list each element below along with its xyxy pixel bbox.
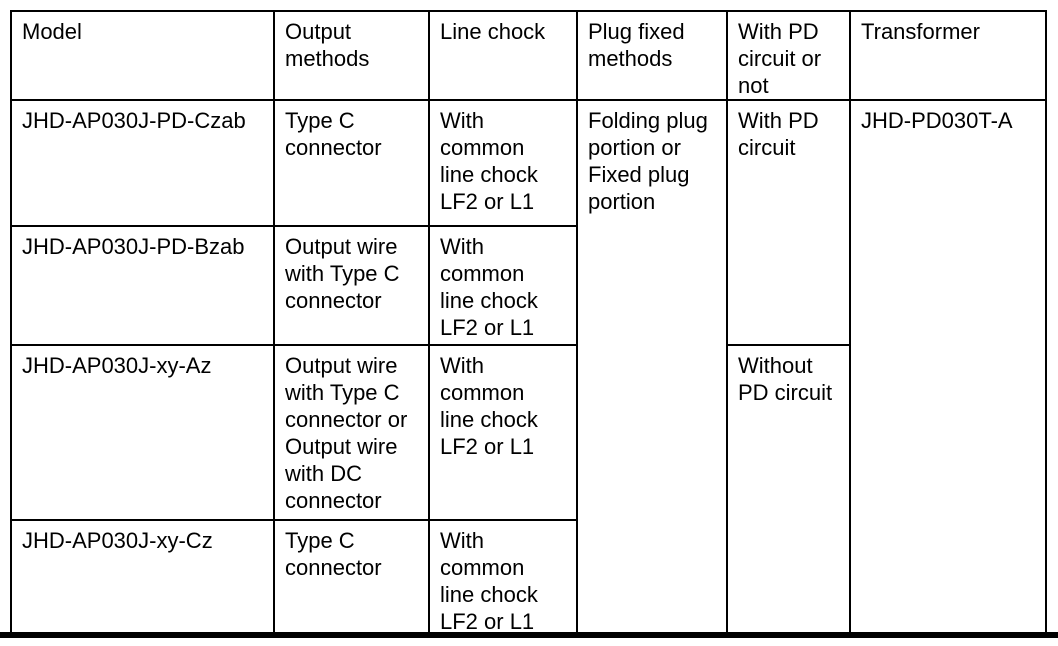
- table-row: JHD-AP030J-xy-Az Output wire with Type C…: [10, 344, 1046, 637]
- header-pd-circuit: With PD circuit or not: [726, 10, 851, 101]
- spec-table: Model Output methods Line chock Plug fix…: [10, 10, 1047, 637]
- cell-output-4: Type C connector: [273, 519, 430, 637]
- cell-model-4: JHD-AP030J-xy-Cz: [10, 519, 275, 637]
- header-output-methods: Output methods: [273, 10, 430, 101]
- header-transformer: Transformer: [849, 10, 1047, 101]
- cell-chock-4: With common line chock LF2 or L1: [428, 519, 578, 637]
- cell-chock-1: With common line chock LF2 or L1: [428, 99, 578, 227]
- cell-model-3: JHD-AP030J-xy-Az: [10, 344, 275, 521]
- cell-plug-fixed-merged: Folding plug portion or Fixed plug porti…: [576, 99, 728, 637]
- cell-chock-3: With common line chock LF2 or L1: [428, 344, 578, 521]
- table-row: JHD-AP030J-PD-Bzab Output wire with Type…: [10, 225, 1046, 346]
- cell-with-pd-circuit: With PD circuit: [726, 99, 851, 346]
- cell-model-1: JHD-AP030J-PD-Czab: [10, 99, 275, 227]
- cell-chock-2: With common line chock LF2 or L1: [428, 225, 578, 346]
- cell-model-2: JHD-AP030J-PD-Bzab: [10, 225, 275, 346]
- cell-output-1: Type C connector: [273, 99, 430, 227]
- cell-transformer-merged: JHD-PD030T-A: [849, 99, 1047, 637]
- cell-output-2: Output wire with Type C connector: [273, 225, 430, 346]
- cell-output-3: Output wire with Type C connector or Out…: [273, 344, 430, 521]
- header-line-chock: Line chock: [428, 10, 578, 101]
- header-plug-fixed-methods: Plug fixed methods: [576, 10, 728, 101]
- header-row: Model Output methods Line chock Plug fix…: [10, 10, 1047, 101]
- table-row: JHD-AP030J-xy-Cz Type C connector With c…: [10, 519, 1046, 637]
- page-bottom-rule: [0, 632, 1058, 638]
- cell-without-pd-circuit: Without PD circuit: [726, 344, 851, 637]
- table-row: JHD-AP030J-PD-Czab Type C connector With…: [10, 99, 1047, 637]
- header-model: Model: [10, 10, 275, 101]
